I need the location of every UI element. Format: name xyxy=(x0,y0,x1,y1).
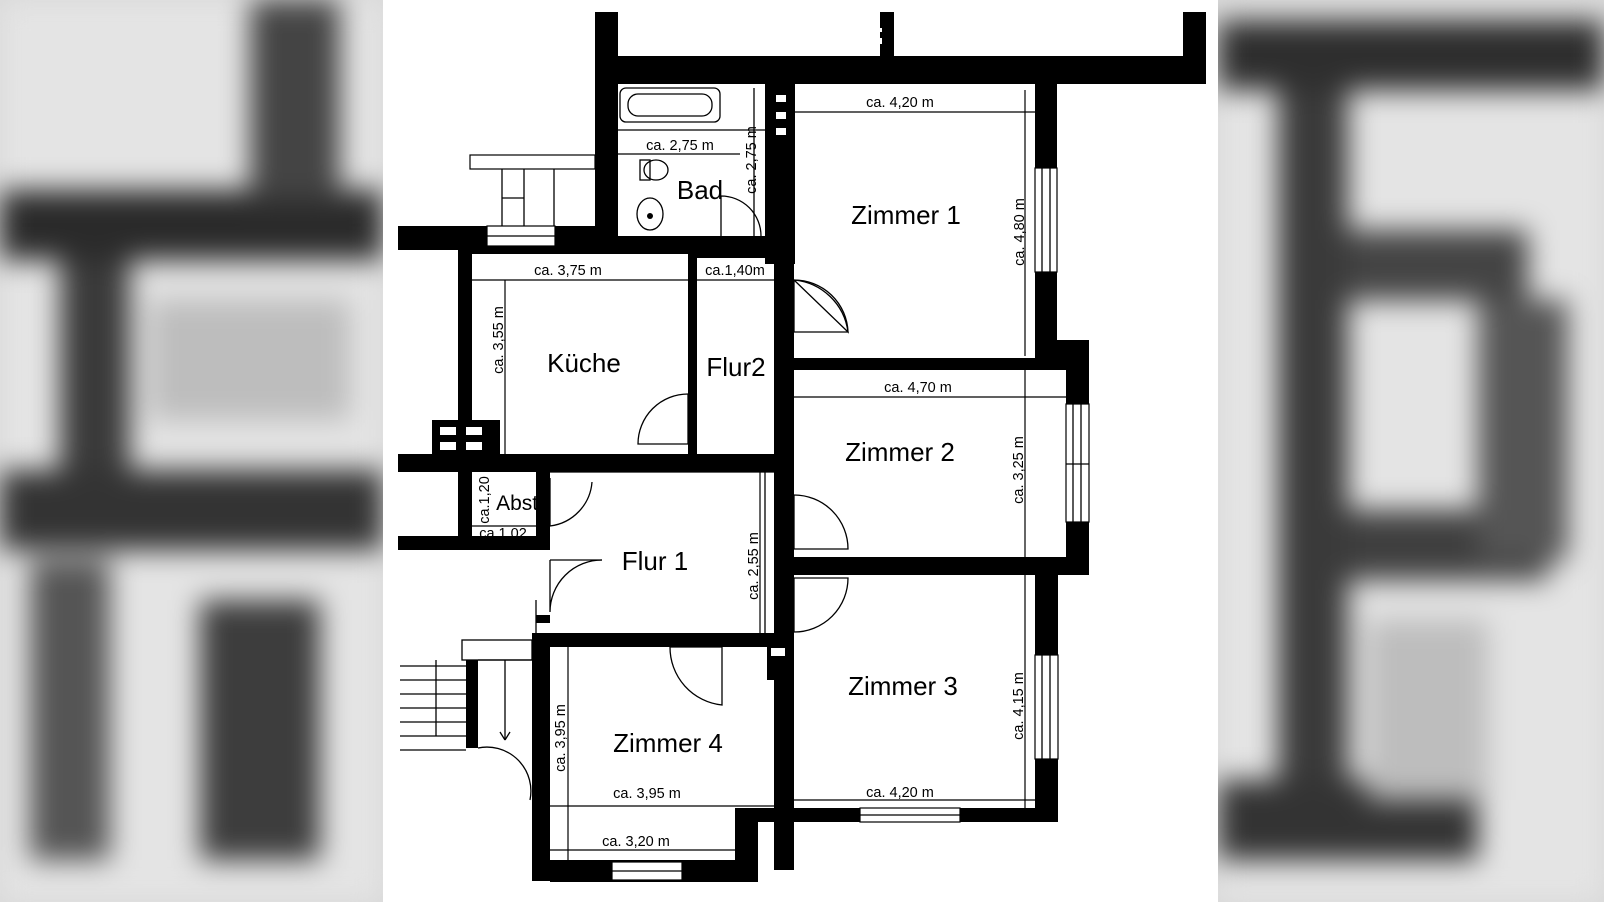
blurred-background-right xyxy=(1218,0,1604,902)
room-label-bad: Bad xyxy=(677,175,723,205)
wall-zimmer4-step-top xyxy=(735,808,794,822)
dim-zimmer3-height: ca. 4,15 m xyxy=(1011,672,1027,740)
dim-bad-width: ca. 2,75 m xyxy=(646,138,714,154)
wall-kueche-bottom xyxy=(398,454,774,472)
wall-central-spine xyxy=(774,250,794,870)
room-label-flur1: Flur 1 xyxy=(622,546,688,576)
dim-zimmer1-height: ca. 4,80 m xyxy=(1012,198,1028,266)
wall-zimmer2-corner xyxy=(1057,340,1089,370)
wall-kueche-top xyxy=(472,246,772,254)
room-labels: Zimmer 1 Zimmer 2 Zimmer 3 Zimmer 4 Küch… xyxy=(496,175,961,758)
dim-bad-height: ca. 2,75 m xyxy=(744,126,760,194)
dim-flur1-height: ca. 2,55 m xyxy=(746,532,762,600)
room-label-zimmer1: Zimmer 1 xyxy=(851,200,961,230)
chimney-post xyxy=(880,12,894,62)
dim-zimmer3-width: ca. 4,20 m xyxy=(866,785,934,801)
room-label-flur2: Flur2 xyxy=(706,352,765,382)
dimension-labels: ca. 4,20 m ca. 4,80 m ca. 2,75 m ca. 2,7… xyxy=(477,95,1028,850)
room-label-kueche: Küche xyxy=(547,348,621,378)
wall-top-right-post xyxy=(1183,12,1206,84)
dim-zimmer2-width: ca. 4,70 m xyxy=(884,380,952,396)
outside-stair xyxy=(469,154,596,226)
wall-abst-right xyxy=(536,472,550,550)
bath-fixtures xyxy=(618,87,765,236)
wall-abst-left xyxy=(458,472,472,546)
dim-kueche-width: ca. 3,75 m xyxy=(534,263,602,279)
dim-kueche-height: ca. 3,55 m xyxy=(491,306,507,374)
room-label-zimmer2: Zimmer 2 xyxy=(845,437,955,467)
wall-zimmer2-bottom xyxy=(794,557,1089,575)
wall-flur1-left xyxy=(536,615,550,623)
dim-flur2-width: ca.1,40m xyxy=(705,263,765,279)
staircase xyxy=(400,639,533,751)
doors xyxy=(477,195,849,801)
wall-abst-bottom xyxy=(398,536,536,550)
room-label-abst: Abst. xyxy=(496,492,544,515)
dim-abst-height: ca.1,20 xyxy=(477,476,493,524)
wall-stair-post xyxy=(466,660,478,748)
dimension-lines xyxy=(472,90,1066,860)
wall-top xyxy=(595,56,1205,84)
wall-bath-left xyxy=(595,84,618,246)
wall-kueche-flur2 xyxy=(688,254,697,454)
dim-zimmer1-width: ca. 4,20 m xyxy=(866,95,934,111)
wall-flur1-bottom xyxy=(532,633,774,647)
windows xyxy=(486,167,1090,881)
chimney-vents xyxy=(432,28,882,680)
wall-zimmer4-step xyxy=(735,822,758,882)
thin-partitions xyxy=(535,254,1057,633)
dim-zimmer4-width: ca. 3,95 m xyxy=(613,786,681,802)
blurred-background-left xyxy=(0,0,383,902)
dim-abst-width: ca.1,02 xyxy=(479,526,527,542)
dim-zimmer2-height: ca. 3,25 m xyxy=(1011,436,1027,504)
dim-zimmer4-height: ca. 3,95 m xyxy=(553,704,569,772)
dim-zimmer4-bottom-width: ca. 3,20 m xyxy=(602,834,670,850)
wall-kueche-left xyxy=(458,250,472,460)
room-label-zimmer4: Zimmer 4 xyxy=(613,728,723,758)
room-label-zimmer3: Zimmer 3 xyxy=(848,671,958,701)
wall-zimmer4-left xyxy=(532,633,550,881)
floor-plan: Zimmer 1 Zimmer 2 Zimmer 3 Zimmer 4 Küch… xyxy=(383,0,1218,902)
